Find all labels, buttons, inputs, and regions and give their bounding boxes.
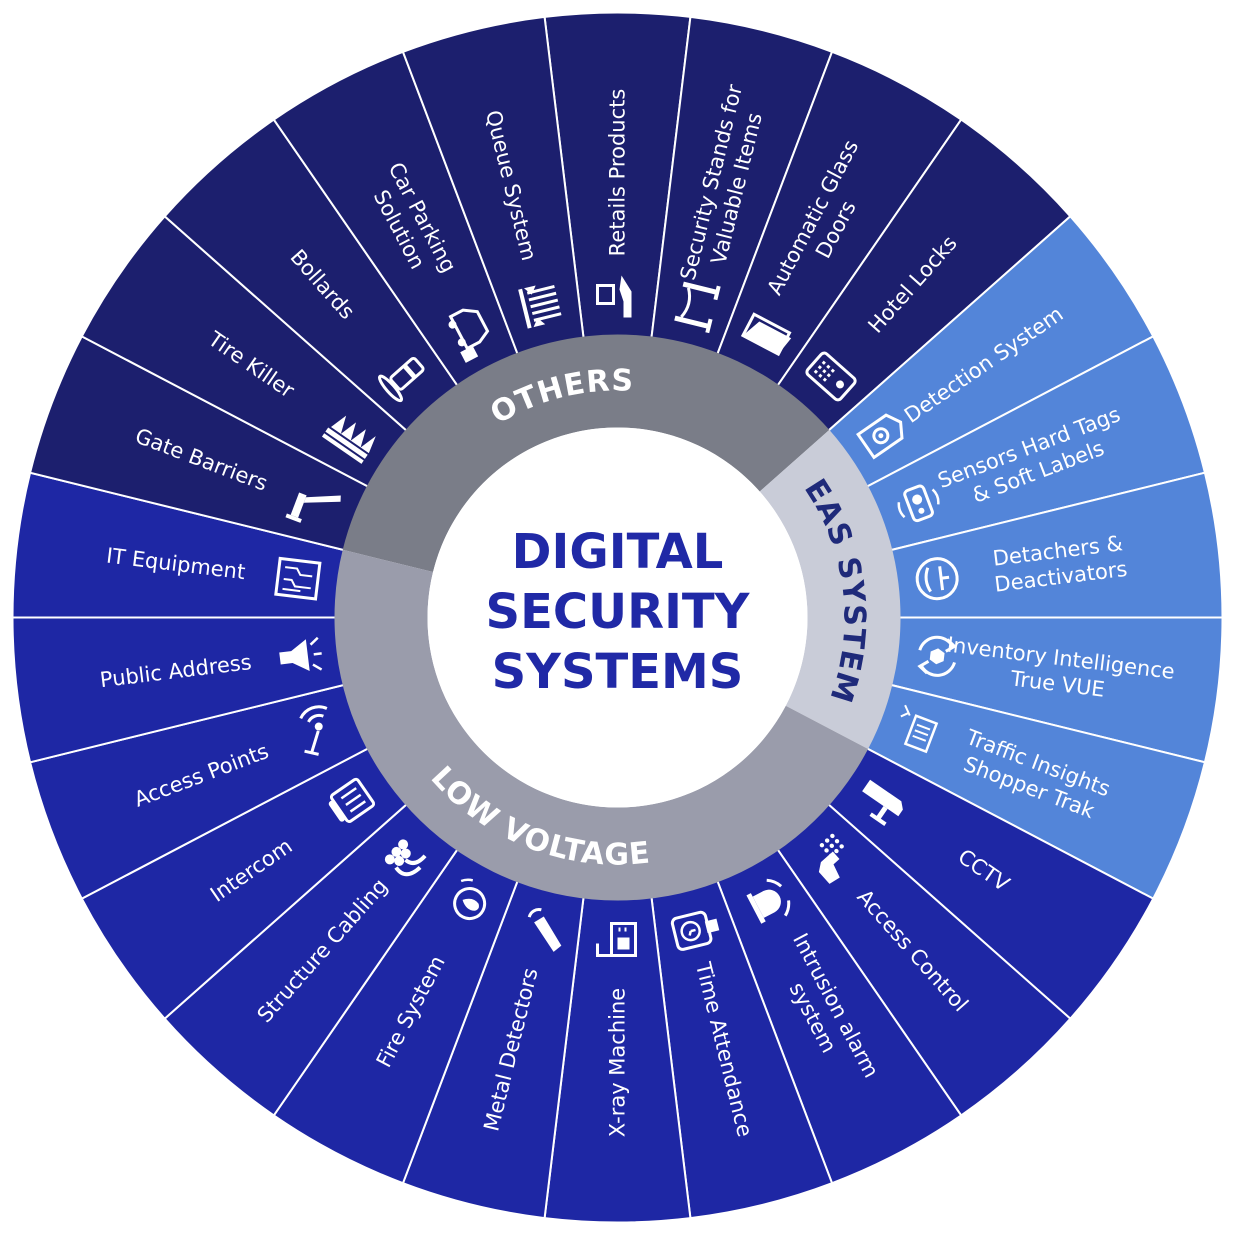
gate-barrier-icon	[285, 492, 341, 523]
segment-megaphone: Public Address	[11, 616, 435, 764]
segment-label: X-ray Machine	[606, 988, 630, 1137]
center-title-line-2: SECURITY	[486, 584, 751, 640]
segment-traffic-report: Traffic InsightsShopper Trak	[784, 661, 1207, 901]
ring-band-low	[334, 549, 869, 901]
cables-icon	[384, 839, 427, 877]
fingerprint-hand-icon	[818, 833, 844, 884]
intercom-phone-icon	[328, 777, 376, 824]
tire-spikes-icon	[321, 415, 376, 464]
ring-band-others	[342, 334, 830, 573]
time-clock-icon	[670, 910, 720, 951]
metal-detector-icon	[527, 907, 562, 952]
door-icon	[740, 312, 792, 357]
segment-stanchion: Security Stands forValuable Items	[639, 15, 834, 442]
hand-box-icon	[596, 275, 632, 318]
segment-queue-barrier: Queue System	[401, 15, 596, 442]
center-title-line-1: DIGITAL	[512, 524, 724, 580]
megaphone-icon	[279, 636, 323, 671]
category-ring	[334, 334, 901, 901]
ring-band-eas	[759, 429, 901, 750]
segment-circuit-board: IT Equipment	[11, 471, 435, 619]
alarm-bell-icon	[746, 878, 791, 924]
center-circle	[427, 427, 808, 808]
segment-time-clock: Time Attendance	[639, 793, 834, 1220]
inventory-cycle-icon	[917, 635, 957, 677]
stanchion-icon	[674, 281, 721, 334]
segment-detacher: Detachers &Deactivators	[800, 471, 1224, 619]
segment-hand-box: Retails Products	[543, 11, 692, 430]
segment-inventory-cycle: Inventory IntelligenceTrue VUE	[800, 616, 1224, 764]
fire-alarm-icon	[453, 878, 487, 921]
circuit-board-icon	[274, 556, 322, 601]
bollard-icon	[377, 356, 425, 403]
eye-tag-icon	[856, 413, 904, 460]
wifi-antenna-icon	[299, 705, 328, 756]
outer-segments: Retails Products Security Stands forValua…	[11, 11, 1224, 1224]
camera-icon	[862, 779, 903, 826]
segment-wifi-antenna: Access Points	[28, 661, 451, 901]
center-title: DIGITAL SECURITY SYSTEMS	[486, 524, 751, 700]
keypad-lock-icon	[805, 351, 857, 402]
car-parking-icon	[448, 308, 490, 363]
segment-gate-barrier: Gate Barriers	[28, 334, 451, 574]
segment-sensor-tag: Sensors Hard Tags& Soft Labels	[784, 334, 1207, 574]
segment-intercom-phone: Intercom	[80, 704, 477, 1021]
segment-label: Retails Products	[606, 89, 630, 257]
traffic-report-icon	[900, 704, 939, 754]
center-title-line-3: SYSTEMS	[492, 644, 744, 700]
detacher-icon	[915, 557, 959, 601]
xray-scanner-icon	[596, 922, 637, 957]
queue-barrier-icon	[518, 285, 562, 329]
sensor-tag-icon	[897, 484, 940, 523]
